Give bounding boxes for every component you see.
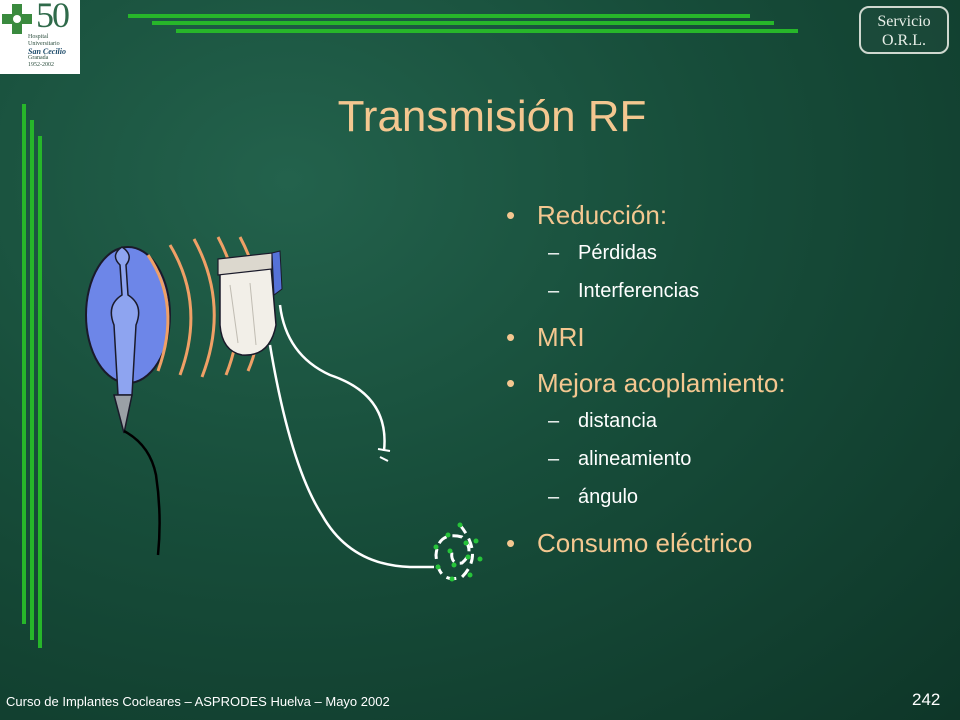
slide-title: Transmisión RF: [337, 92, 647, 141]
cochlea-spiral-icon: [434, 524, 474, 581]
sub-bullet-item: –alineamiento: [548, 448, 692, 470]
decorative-line-top-2: [152, 21, 774, 25]
logo-hospital-name: Hospital Universitario San Cecilio Grana…: [28, 34, 67, 68]
sub-bullet-item: –Interferencias: [548, 280, 700, 302]
service-badge: Servicio O.R.L.: [859, 6, 949, 54]
electrode-array-cable: [268, 344, 434, 569]
transmitter-cable: [278, 304, 386, 452]
logo-anniversary-number: 50: [36, 0, 70, 35]
hospital-logo: 50 Hospital Universitario San Cecilio Gr…: [0, 0, 80, 74]
electrode-lead-icon: [123, 429, 161, 556]
medical-cross-icon: [2, 4, 32, 34]
slide-bullets: •Reducción: –Pérdidas –Interferencias •M…: [506, 196, 946, 562]
external-transmitter-coil-icon: [217, 250, 283, 356]
bullet-item: •MRI: [506, 322, 585, 352]
decorative-line-left-3: [38, 136, 42, 648]
bullet-item: •Reducción:: [506, 200, 668, 230]
cochlear-implant-receiver-icon: [85, 246, 171, 434]
decorative-line-top-1: [128, 14, 750, 18]
bullet-item: •Consumo eléctrico: [506, 528, 753, 558]
sub-bullet-item: –distancia: [548, 410, 657, 432]
decorative-line-left-2: [30, 120, 34, 640]
bullet-item: •Mejora acoplamiento:: [506, 368, 786, 398]
sub-bullet-item: –Pérdidas: [548, 242, 657, 264]
slide-page-number: 242: [912, 690, 941, 709]
decorative-line-left-1: [22, 104, 26, 624]
sub-bullet-item: –ángulo: [548, 486, 639, 508]
decorative-line-top-3: [176, 29, 798, 33]
rf-transmission-illustration: [85, 236, 483, 582]
footer-course-text: Curso de Implantes Cocleares – ASPRODES …: [6, 694, 390, 709]
cochlea-electrodes: [433, 522, 483, 582]
